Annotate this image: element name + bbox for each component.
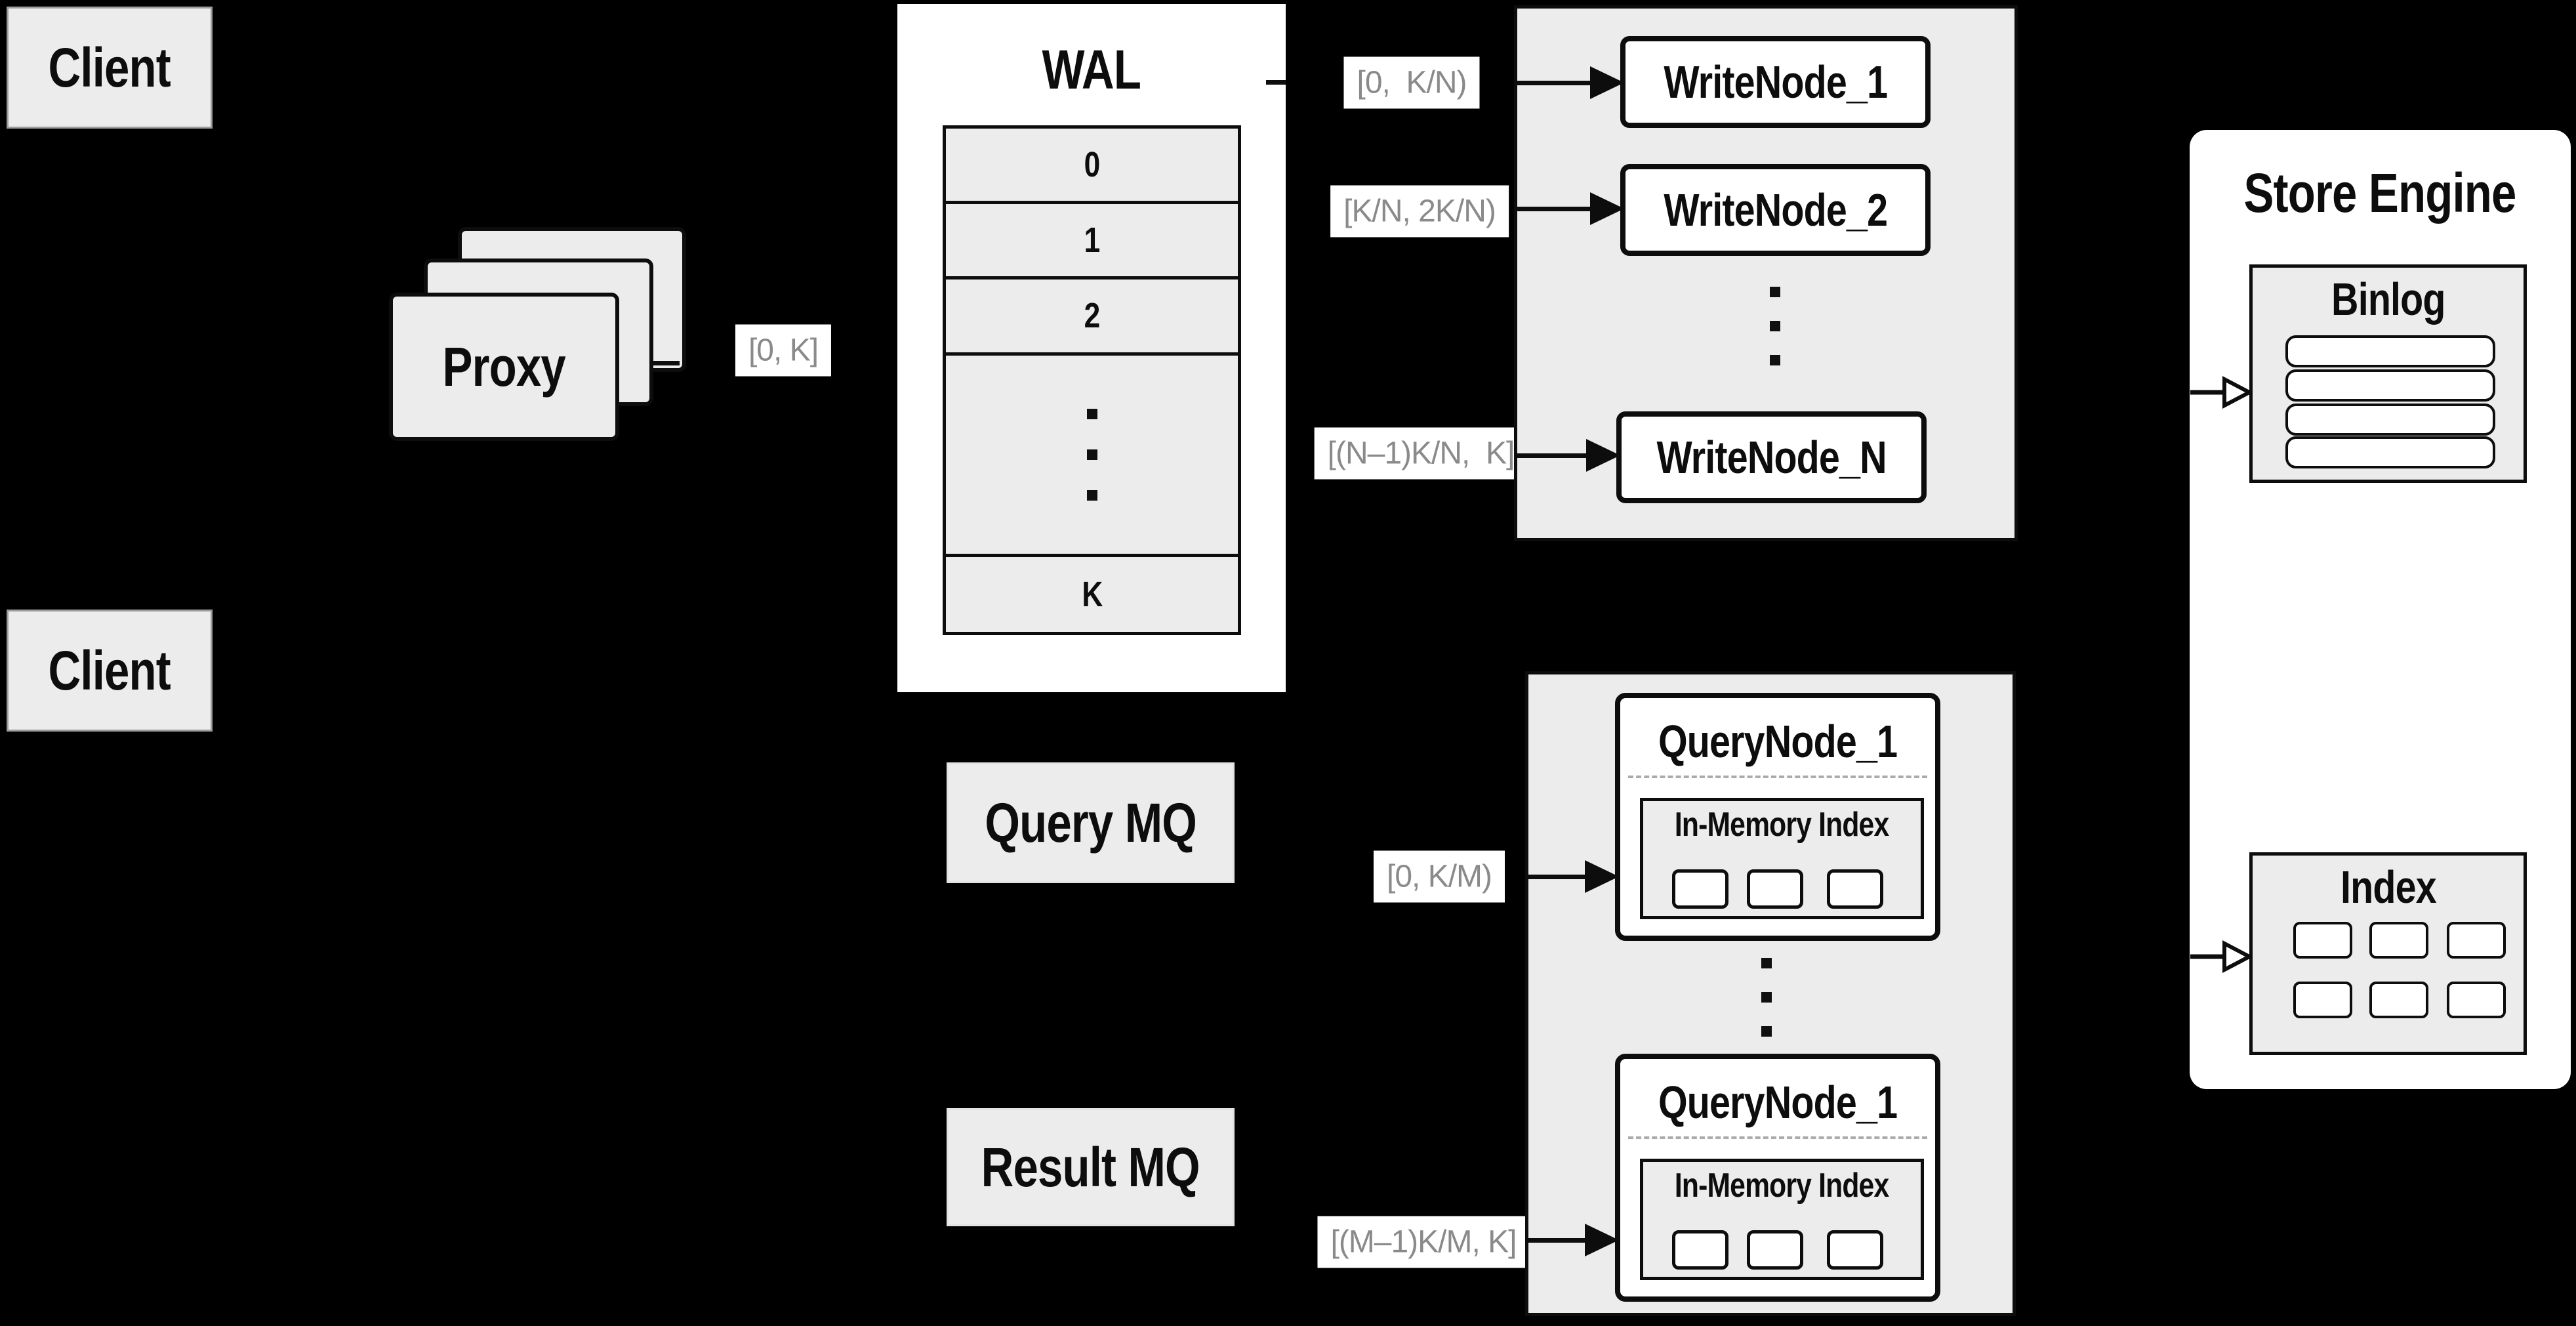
proxy-connector-line bbox=[643, 361, 680, 365]
binlog-entry-slot bbox=[2285, 335, 2495, 367]
memory-segment-cell bbox=[1747, 1230, 1803, 1270]
querynode-2-title-bar: QueryNode_1 bbox=[1620, 1076, 1935, 1129]
querynode-1-title-bar: QueryNode_1 bbox=[1620, 715, 1935, 768]
in-memory-index-label: In-Memory Index bbox=[1675, 1167, 1889, 1205]
wal-segment-row-k: K bbox=[946, 557, 1238, 632]
range-label-proxy-wal: [0, K] bbox=[735, 324, 832, 377]
binlog-title-bar: Binlog bbox=[2253, 273, 2524, 325]
arrow-to-querynode-1 bbox=[1525, 875, 1586, 879]
query-mq-label: Query MQ bbox=[985, 791, 1196, 854]
wal-segment-1-label: 1 bbox=[1084, 220, 1101, 260]
client-box-1: Client bbox=[7, 7, 213, 129]
range-label-writenode-n: [(N–1)K/N, K] bbox=[1314, 427, 1528, 480]
store-engine-title-bar: Store Engine bbox=[2190, 161, 2571, 225]
writenode-1-label: WriteNode_1 bbox=[1664, 56, 1888, 108]
ellipsis-dot-icon bbox=[1761, 958, 1772, 968]
writenode-2-box: WriteNode_2 bbox=[1620, 164, 1931, 256]
querynode-2-box: QueryNode_1 In-Memory Index bbox=[1615, 1054, 1940, 1302]
wal-segment-0-label: 0 bbox=[1084, 144, 1101, 184]
index-segment-cell bbox=[2447, 982, 2506, 1018]
memory-segment-cell bbox=[1672, 1230, 1728, 1270]
wal-outgoing-line bbox=[1266, 80, 1286, 85]
dashed-divider bbox=[1628, 1136, 1927, 1139]
writenode-n-box: WriteNode_N bbox=[1616, 411, 1927, 503]
binlog-entry-slot bbox=[2285, 436, 2495, 468]
arrowhead-icon bbox=[1590, 192, 1624, 225]
client-box-2: Client bbox=[7, 610, 213, 732]
in-memory-index-label: In-Memory Index bbox=[1675, 806, 1889, 844]
dashed-divider bbox=[1628, 776, 1927, 778]
memory-segment-cell bbox=[1827, 869, 1883, 909]
result-mq-label: Result MQ bbox=[981, 1136, 1200, 1198]
wal-panel: WAL 0 1 2 K bbox=[897, 4, 1286, 692]
binlog-entry-slot bbox=[2285, 404, 2495, 436]
arrow-to-writenode-2 bbox=[1514, 207, 1590, 211]
in-memory-index-title-bar: In-Memory Index bbox=[1643, 1166, 1921, 1205]
writenode-n-label: WriteNode_N bbox=[1656, 432, 1887, 483]
index-panel: Index bbox=[2249, 852, 2527, 1055]
querynode-1-label: QueryNode_1 bbox=[1658, 716, 1898, 767]
writenode-2-label: WriteNode_2 bbox=[1664, 184, 1888, 236]
in-memory-index-title-bar: In-Memory Index bbox=[1643, 805, 1921, 844]
memory-segment-cell bbox=[1747, 869, 1803, 909]
arrow-to-writenode-n bbox=[1514, 453, 1586, 458]
query-mq-box: Query MQ bbox=[947, 762, 1235, 883]
querynode-ellipsis-icon bbox=[1761, 958, 1772, 1037]
index-title-bar: Index bbox=[2253, 861, 2524, 913]
arrowhead-icon bbox=[1590, 66, 1624, 99]
binlog-title: Binlog bbox=[2331, 274, 2445, 325]
index-segment-cell bbox=[2447, 922, 2506, 959]
result-mq-box: Result MQ bbox=[947, 1108, 1235, 1226]
wal-title-bar: WAL bbox=[897, 38, 1286, 102]
in-memory-index-panel: In-Memory Index bbox=[1640, 1159, 1924, 1280]
range-label-writenode-1: [0, K/N) bbox=[1343, 56, 1480, 109]
range-label-querynode-1: [0, K/M) bbox=[1373, 850, 1505, 903]
ellipsis-dot-icon bbox=[1086, 449, 1097, 460]
index-segment-cell bbox=[2369, 982, 2428, 1018]
ellipsis-dot-icon bbox=[1770, 287, 1780, 297]
proxy-box: Proxy bbox=[389, 293, 619, 441]
ellipsis-dot-icon bbox=[1770, 321, 1780, 331]
binlog-panel: Binlog bbox=[2249, 264, 2527, 483]
index-segment-cell bbox=[2293, 922, 2352, 959]
wal-segment-table: 0 1 2 K bbox=[943, 125, 1241, 635]
arrow-to-querynode-2 bbox=[1525, 1238, 1586, 1243]
wal-segment-row-1: 1 bbox=[946, 204, 1238, 280]
ellipsis-dot-icon bbox=[1086, 489, 1097, 501]
range-label-querynode-m: [(M–1)K/M, K] bbox=[1317, 1216, 1530, 1268]
ellipsis-dot-icon bbox=[1761, 992, 1772, 1003]
wal-segment-row-2: 2 bbox=[946, 280, 1238, 356]
in-memory-index-panel: In-Memory Index bbox=[1640, 798, 1924, 919]
writenode-ellipsis-icon bbox=[1770, 287, 1780, 365]
writenode-1-box: WriteNode_1 bbox=[1620, 36, 1931, 128]
arrowhead-icon bbox=[1586, 439, 1620, 472]
store-engine-title: Store Engine bbox=[2244, 162, 2517, 224]
wal-ellipsis-row bbox=[946, 356, 1238, 557]
wal-segment-2-label: 2 bbox=[1084, 296, 1101, 336]
wal-segment-row-0: 0 bbox=[946, 129, 1238, 204]
ellipsis-dot-icon bbox=[1761, 1026, 1772, 1037]
hollow-arrow-to-binlog bbox=[2190, 376, 2253, 409]
range-label-writenode-2: [K/N, 2K/N) bbox=[1330, 185, 1509, 238]
ellipsis-dot-icon bbox=[1770, 355, 1780, 365]
querynode-1-box: QueryNode_1 In-Memory Index bbox=[1615, 693, 1940, 941]
index-title: Index bbox=[2340, 861, 2437, 913]
hollow-arrow-to-index bbox=[2190, 940, 2253, 973]
memory-segment-cell bbox=[1672, 869, 1728, 909]
proxy-label: Proxy bbox=[442, 335, 566, 398]
wal-segment-k-label: K bbox=[1081, 574, 1103, 614]
wal-title: WAL bbox=[1042, 39, 1141, 100]
store-engine-panel: Store Engine Binlog Index bbox=[2190, 130, 2571, 1089]
index-segment-cell bbox=[2293, 982, 2352, 1018]
index-segment-cell bbox=[2369, 922, 2428, 959]
client-2-label: Client bbox=[48, 639, 171, 701]
querynode-2-label: QueryNode_1 bbox=[1658, 1077, 1898, 1128]
memory-segment-cell bbox=[1827, 1230, 1883, 1270]
arrowhead-icon bbox=[1585, 860, 1619, 893]
client-1-label: Client bbox=[48, 36, 171, 98]
binlog-entry-slot bbox=[2285, 369, 2495, 402]
arrowhead-icon bbox=[1585, 1224, 1619, 1256]
arrow-to-writenode-1 bbox=[1514, 81, 1590, 85]
ellipsis-dot-icon bbox=[1086, 408, 1097, 419]
